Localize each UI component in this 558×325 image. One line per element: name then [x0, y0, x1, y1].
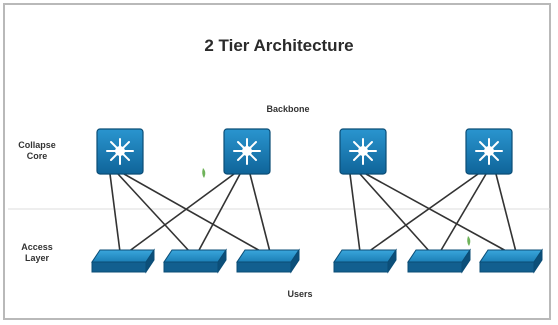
left-links: [109, 173, 271, 253]
access-layer-label-line2: Layer: [24, 253, 50, 263]
link-c3-a4: [349, 173, 361, 253]
diagram-title: 2 Tier Architecture: [204, 36, 354, 55]
collapse-core-label-line2: Core: [26, 151, 48, 161]
backbone-label: Backbone: [258, 104, 318, 115]
core-switch-3-icon: [349, 138, 377, 165]
link-marker-right: [467, 236, 471, 246]
core-switch-3: [339, 128, 387, 175]
access-layer-label: Access Layer: [14, 242, 60, 264]
link-c1-a3: [123, 173, 263, 253]
core-switch-4: [465, 128, 513, 175]
link-c3-a6: [365, 173, 509, 253]
link-c4-a4: [367, 173, 479, 253]
right-links: [349, 173, 517, 253]
core-switch-1: [96, 128, 144, 175]
link-c2-a3: [249, 173, 271, 253]
collapse-core-label: Collapse Core: [14, 140, 60, 162]
core-switch-2: [223, 128, 271, 175]
access-layer-label-line1: Access: [21, 242, 53, 252]
backbone-label-text: Backbone: [266, 104, 310, 114]
access-switch-2: [163, 248, 227, 274]
link-c4-a6: [495, 173, 517, 253]
core-switch-1-icon: [106, 138, 134, 165]
access-switch-1: [91, 248, 155, 274]
core-switch-2-icon: [233, 138, 261, 165]
link-c4-a5: [439, 173, 487, 253]
collapse-core-label-line1: Collapse: [18, 140, 56, 150]
access-switch-4: [333, 248, 397, 274]
link-c3-a5: [359, 173, 431, 253]
link-c2-a1: [127, 173, 235, 253]
link-c1-a1: [109, 173, 121, 253]
link-marker-left: [202, 168, 206, 178]
core-switch-4-icon: [475, 138, 503, 165]
users-label: Users: [270, 289, 330, 300]
access-switch-3: [236, 248, 300, 274]
link-c1-a2: [117, 173, 191, 253]
link-c2-a2: [197, 173, 241, 253]
access-switch-5: [407, 248, 471, 274]
users-label-text: Users: [287, 289, 313, 299]
access-switch-6: [479, 248, 543, 274]
